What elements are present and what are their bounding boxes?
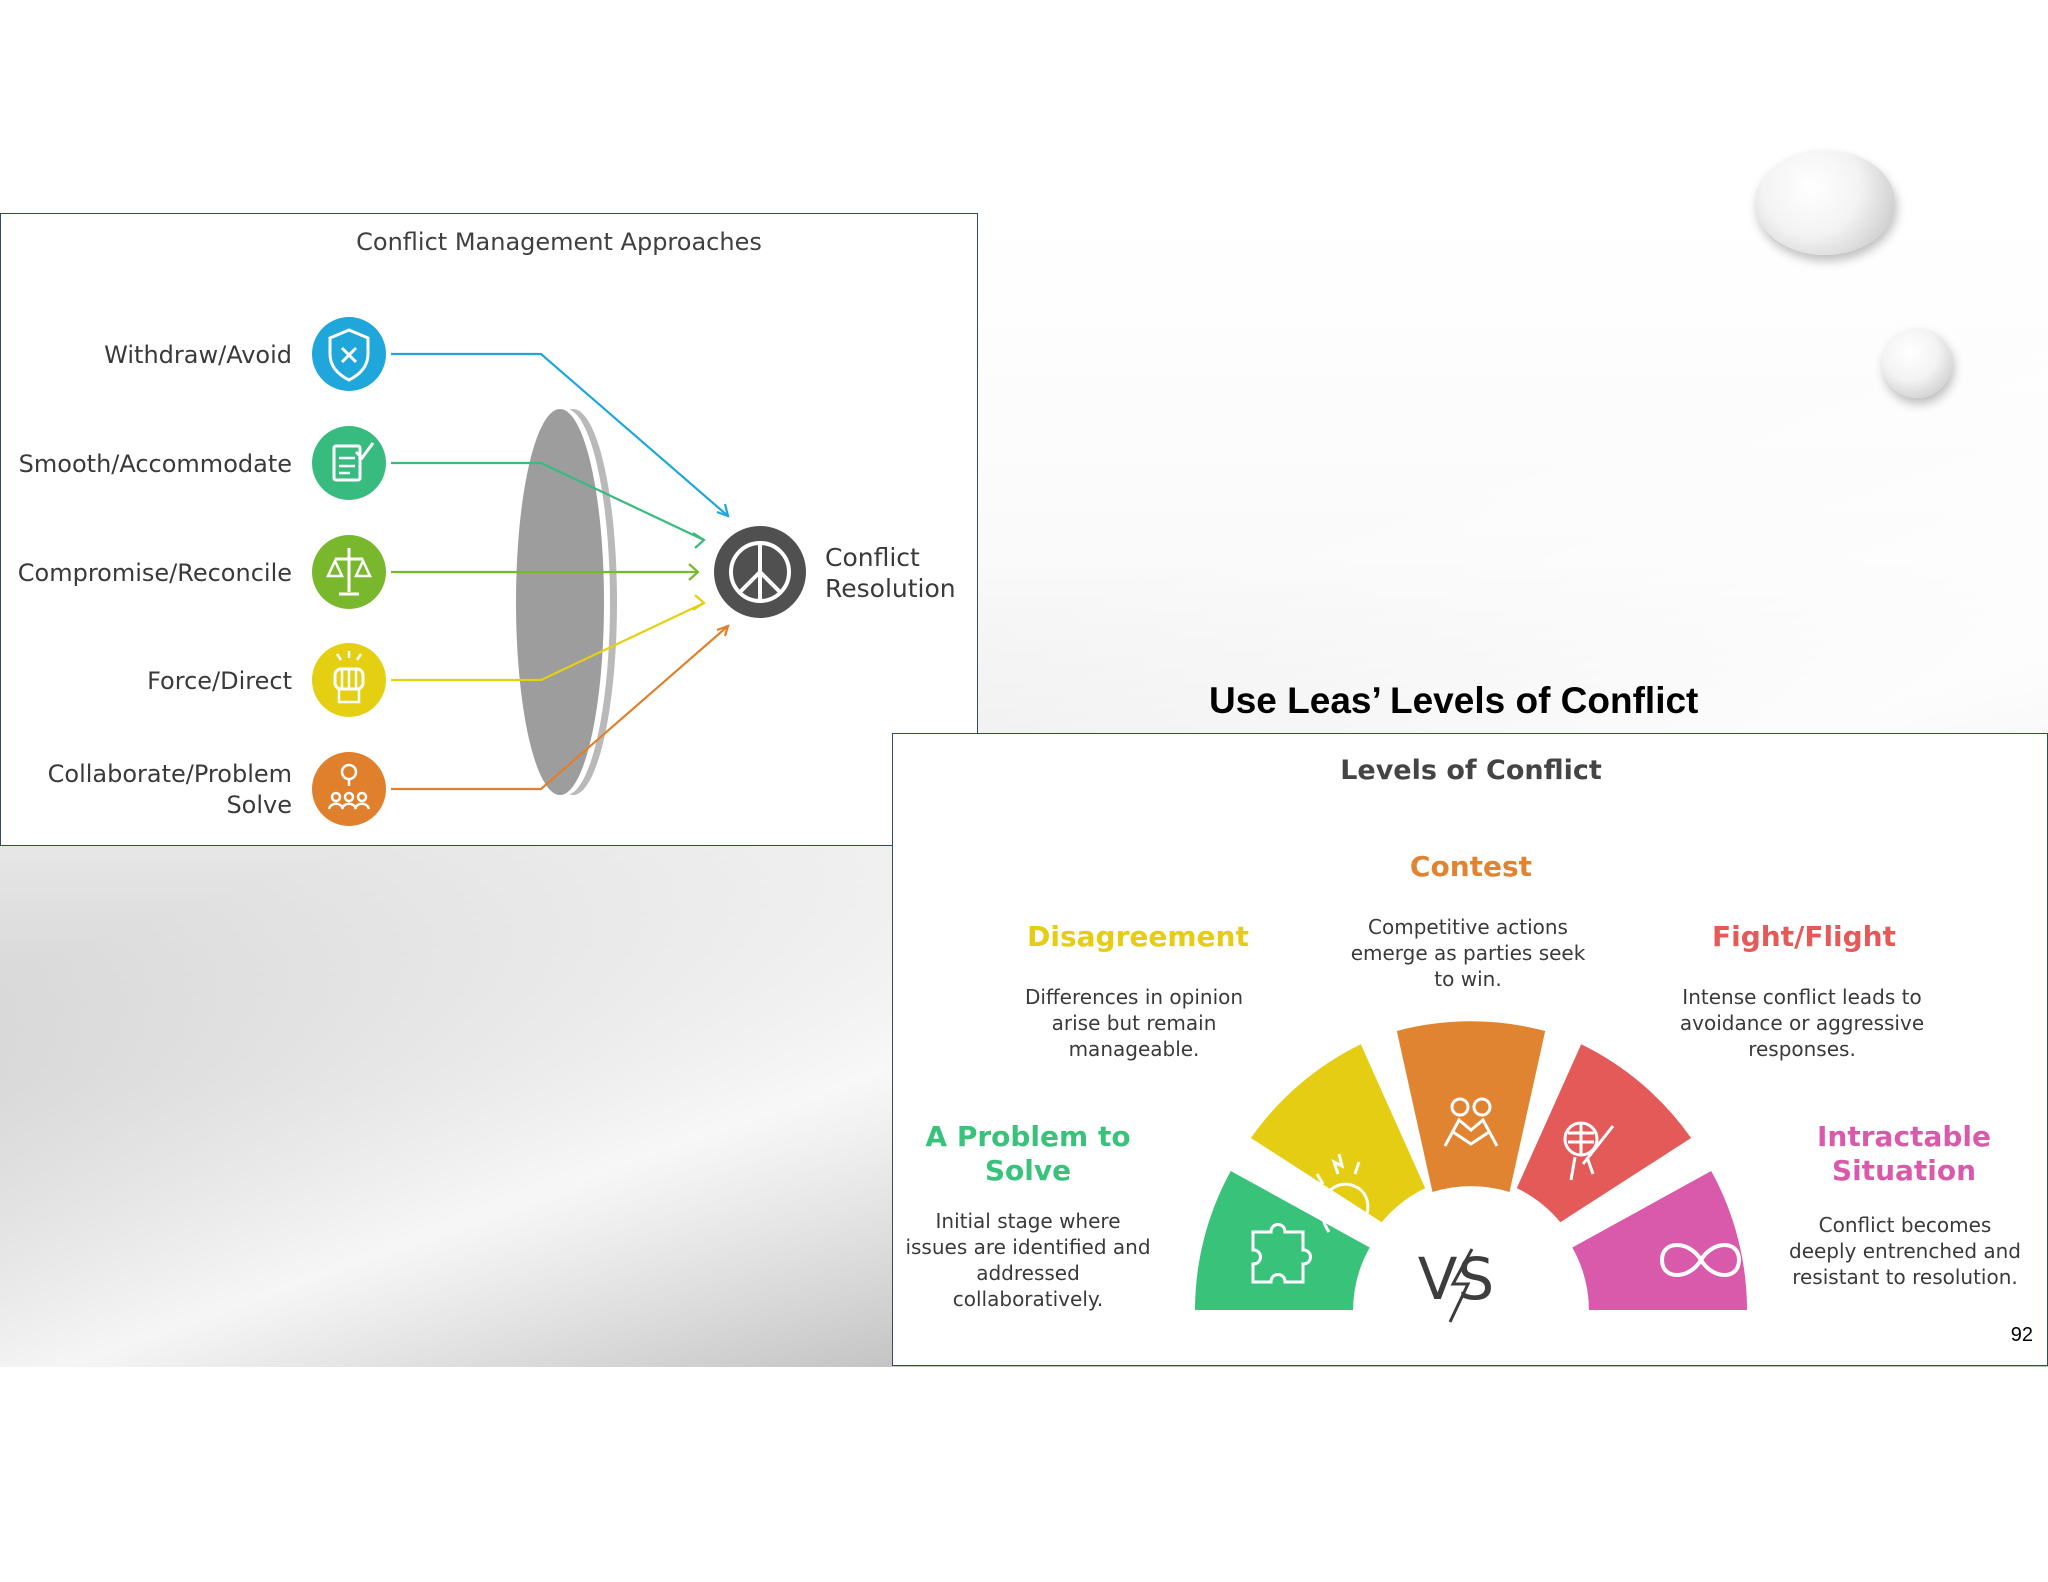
- approaches-diagram: Conflict Management Approaches Withdraw/…: [18, 228, 956, 826]
- approach-label-compromise: Compromise/Reconcile: [18, 559, 292, 587]
- level-desc-disagreement-line2: arise but remain: [1052, 1011, 1217, 1035]
- approach-label-force: Force/Direct: [147, 667, 292, 695]
- balance-scale-icon: [312, 535, 386, 609]
- levels-diagram: Levels of Conflict: [905, 755, 2021, 1323]
- level-desc-problem-line2: issues are identified and: [905, 1235, 1150, 1259]
- fist-icon: [312, 643, 386, 717]
- level-title-disagreement: Disagreement: [1027, 920, 1249, 953]
- level-desc-problem-line1: Initial stage where: [936, 1209, 1121, 1233]
- decorative-bubble-small: [1882, 328, 1952, 398]
- wrestlers-icon: [1443, 1097, 1499, 1147]
- fencing-icon: [1563, 1121, 1615, 1181]
- level-title-problem-line2: Solve: [985, 1154, 1071, 1187]
- frustrated-head-icon: [1315, 1153, 1370, 1233]
- fan-segment-intractable: [1572, 1171, 1747, 1310]
- connector-smooth: [391, 461, 705, 541]
- peace-icon: [714, 526, 806, 618]
- approach-label-withdraw: Withdraw/Avoid: [104, 341, 292, 369]
- levels-of-conflict-panel: Levels of Conflict: [892, 733, 2048, 1366]
- approach-label-smooth: Smooth/Accommodate: [19, 450, 292, 478]
- connector-collaborate: [391, 625, 729, 791]
- agreement-document-icon: [312, 426, 386, 500]
- arrowhead-compromise: [688, 563, 700, 581]
- slide-title: Use Leas’ Levels of Conflict: [1209, 680, 1699, 721]
- approach-label-collaborate-line2: Solve: [226, 791, 292, 819]
- level-title-contest: Contest: [1410, 850, 1532, 883]
- level-title-intractable-line1: Intractable: [1817, 1120, 1991, 1153]
- arrowhead-collaborate: [716, 624, 730, 637]
- fan-segment-problem: [1195, 1171, 1370, 1310]
- level-desc-disagreement-line3: manageable.: [1069, 1037, 1200, 1061]
- infinity-icon: [1659, 1243, 1742, 1277]
- level-desc-fight-line2: avoidance or aggressive: [1680, 1011, 1924, 1035]
- level-desc-intractable-line1: Conflict becomes: [1819, 1213, 1992, 1237]
- target-label-line1: Conflict: [825, 543, 920, 572]
- decorative-bubble-large: [1755, 150, 1895, 255]
- fan-segment-contest: [1396, 1021, 1546, 1192]
- level-desc-contest-line2: emerge as parties seek: [1351, 941, 1586, 965]
- vs-icon: VS: [1418, 1245, 1494, 1323]
- fan-segment-disagreement: [1250, 1044, 1426, 1223]
- page-number: 92: [2010, 1324, 2033, 1346]
- level-desc-disagreement-line1: Differences in opinion: [1025, 985, 1243, 1009]
- arrowhead-smooth: [692, 532, 706, 549]
- level-desc-contest-line1: Competitive actions: [1368, 915, 1568, 939]
- puzzle-icon: [1251, 1223, 1312, 1284]
- target-label-line2: Resolution: [825, 574, 956, 603]
- level-title-intractable-line2: Situation: [1832, 1154, 1976, 1187]
- lens-shape: [516, 409, 617, 795]
- connector-force: [391, 602, 705, 682]
- level-title-problem-line1: A Problem to: [925, 1120, 1130, 1153]
- approach-label-collaborate-line1: Collaborate/Problem: [48, 760, 292, 788]
- arrowhead-withdraw: [716, 503, 730, 518]
- level-title-fight: Fight/Flight: [1712, 920, 1896, 953]
- approaches-title: Conflict Management Approaches: [356, 228, 762, 256]
- level-desc-fight-line1: Intense conflict leads to: [1682, 985, 1921, 1009]
- connector-withdraw: [391, 352, 729, 517]
- team-idea-icon: [312, 752, 386, 826]
- level-desc-intractable-line3: resistant to resolution.: [1792, 1265, 2018, 1289]
- level-desc-intractable-line2: deeply entrenched and: [1789, 1239, 2021, 1263]
- shield-x-icon: [312, 317, 386, 391]
- levels-title: Levels of Conflict: [1340, 755, 1602, 786]
- level-desc-problem-line4: collaboratively.: [953, 1287, 1103, 1311]
- level-desc-fight-line3: responses.: [1748, 1037, 1856, 1061]
- arrowhead-force: [692, 594, 706, 611]
- fan-segment-fight: [1516, 1044, 1692, 1223]
- conflict-management-panel: Conflict Management Approaches Withdraw/…: [0, 213, 978, 846]
- level-desc-contest-line3: to win.: [1434, 967, 1501, 991]
- level-desc-problem-line3: addressed: [976, 1261, 1080, 1285]
